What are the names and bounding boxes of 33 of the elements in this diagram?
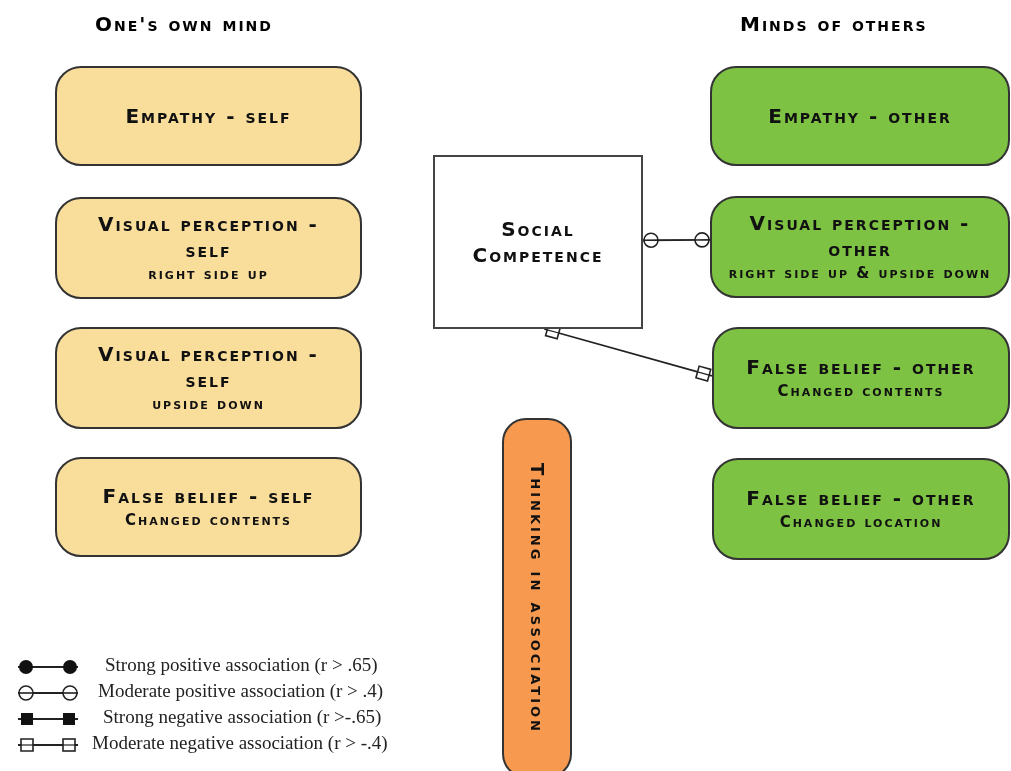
rounded-box (55, 327, 362, 429)
node-title: False belief - other (745, 485, 977, 511)
node-subtitle: Changed contents (124, 510, 293, 531)
node-title: False belief - other (745, 354, 977, 380)
column-heading: One's own mind (95, 12, 273, 36)
vertical-band (502, 418, 572, 771)
rounded-box (55, 197, 362, 299)
node-subtitle: right side up (148, 264, 269, 285)
rounded-box (55, 66, 362, 166)
rounded-box (712, 327, 1010, 429)
association-line (642, 232, 711, 248)
node-title: Empathy - other (767, 103, 953, 129)
rounded-box (712, 458, 1010, 560)
legend-text: Strong negative association (r >-.65) (103, 706, 382, 728)
node-subtitle: upside down (152, 394, 265, 415)
rounded-box (710, 66, 1010, 166)
column-heading: Minds of others (740, 12, 928, 36)
node-title: Empathy - self (124, 103, 293, 129)
node-title: Thinking in association (526, 462, 549, 734)
concept-box (433, 155, 643, 329)
legend-text: Moderate positive association (r > .4) (98, 680, 384, 702)
node-title: False belief - self (101, 483, 316, 509)
node-subtitle: right side up & upside down (728, 263, 992, 284)
legend-text: Strong positive association (r > .65) (105, 654, 378, 676)
node-title: Social Competence (471, 216, 605, 268)
legend-text: Moderate negative association (r > -.4) (92, 732, 388, 754)
node-title: Visual perception - self (97, 341, 320, 393)
node-subtitle: Changed location (779, 512, 943, 533)
node-title: Visual perception - other (748, 210, 972, 262)
node-title: Visual perception - self (97, 211, 320, 263)
rounded-box (55, 457, 362, 557)
rounded-box (710, 196, 1010, 298)
node-subtitle: Changed contents (777, 381, 945, 402)
